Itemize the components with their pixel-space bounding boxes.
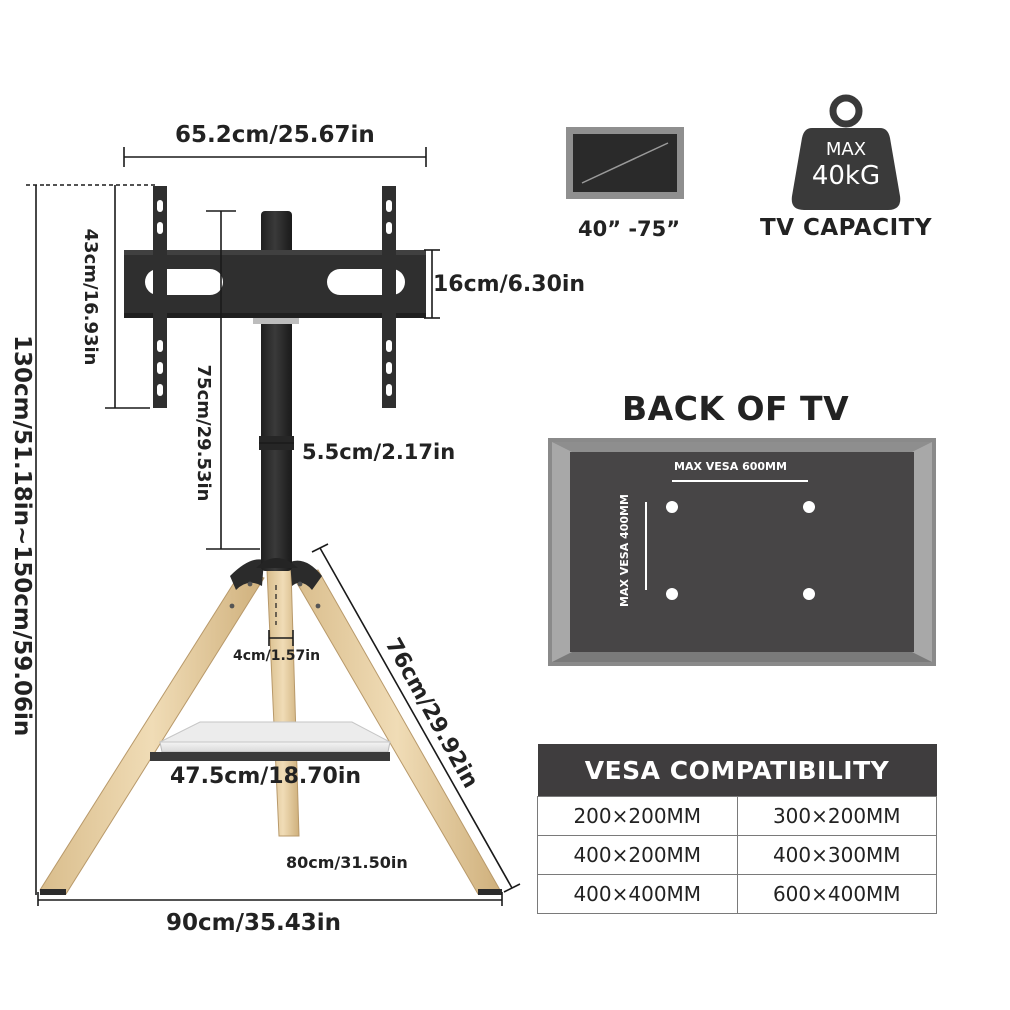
dimension-lines bbox=[26, 147, 521, 906]
leg-width-label: 4cm/1.57in bbox=[233, 648, 321, 664]
tv-screen-icon bbox=[566, 127, 684, 199]
right-leg bbox=[290, 560, 501, 895]
table-cell: 600×400MM bbox=[736, 874, 937, 914]
weight-line2: 40kG bbox=[811, 161, 881, 191]
vesa-bracket bbox=[124, 186, 426, 408]
right-foot-cap bbox=[478, 889, 502, 895]
vesa-vertical-label: MAX VESA 400MM bbox=[618, 494, 631, 607]
back-of-tv-title: BACK OF TV bbox=[622, 389, 850, 428]
weight-icon bbox=[791, 94, 901, 210]
left-foot-cap bbox=[40, 889, 66, 895]
vesa-horizontal-label: MAX VESA 600MM bbox=[674, 460, 787, 473]
shelf-width-label: 47.5cm/18.70in bbox=[170, 764, 362, 789]
top-width-label: 65.2cm/25.67in bbox=[175, 122, 375, 148]
capacity-label: TV CAPACITY bbox=[760, 215, 933, 241]
table-row: 400×400MM 600×400MM bbox=[537, 874, 937, 914]
pole-length-label: 75cm/29.53in bbox=[193, 364, 214, 502]
bracket-depth-label: 16cm/6.30in bbox=[433, 272, 586, 297]
weight-line1: MAX bbox=[825, 139, 867, 160]
table-cell: 400×300MM bbox=[736, 835, 937, 875]
tv-back-panel bbox=[548, 438, 936, 666]
pole-diameter-label: 5.5cm/2.17in bbox=[302, 440, 456, 464]
table-cell: 400×200MM bbox=[537, 835, 738, 875]
vesa-table-title: VESA COMPATIBILITY bbox=[537, 744, 937, 797]
base-width-label: 90cm/35.43in bbox=[166, 910, 342, 936]
bracket-height-label: 43cm/16.93in bbox=[80, 228, 101, 366]
table-cell: 400×400MM bbox=[537, 874, 738, 914]
table-cell: 200×200MM bbox=[537, 796, 738, 836]
table-row: 400×200MM 400×300MM bbox=[537, 835, 937, 875]
table-cell: 300×200MM bbox=[736, 796, 937, 836]
overall-height-label: 130cm/51.18in~150cm/59.06in bbox=[9, 335, 35, 737]
marble-shelf bbox=[150, 721, 391, 761]
rear-leg-label: 80cm/31.50in bbox=[286, 853, 408, 872]
rear-leg bbox=[266, 569, 300, 837]
tv-size-label: 40” -75” bbox=[578, 217, 681, 241]
table-row: 200×200MM 300×200MM bbox=[537, 796, 937, 836]
vesa-compatibility-table: VESA COMPATIBILITY 200×200MM 300×200MM 4… bbox=[537, 744, 937, 914]
